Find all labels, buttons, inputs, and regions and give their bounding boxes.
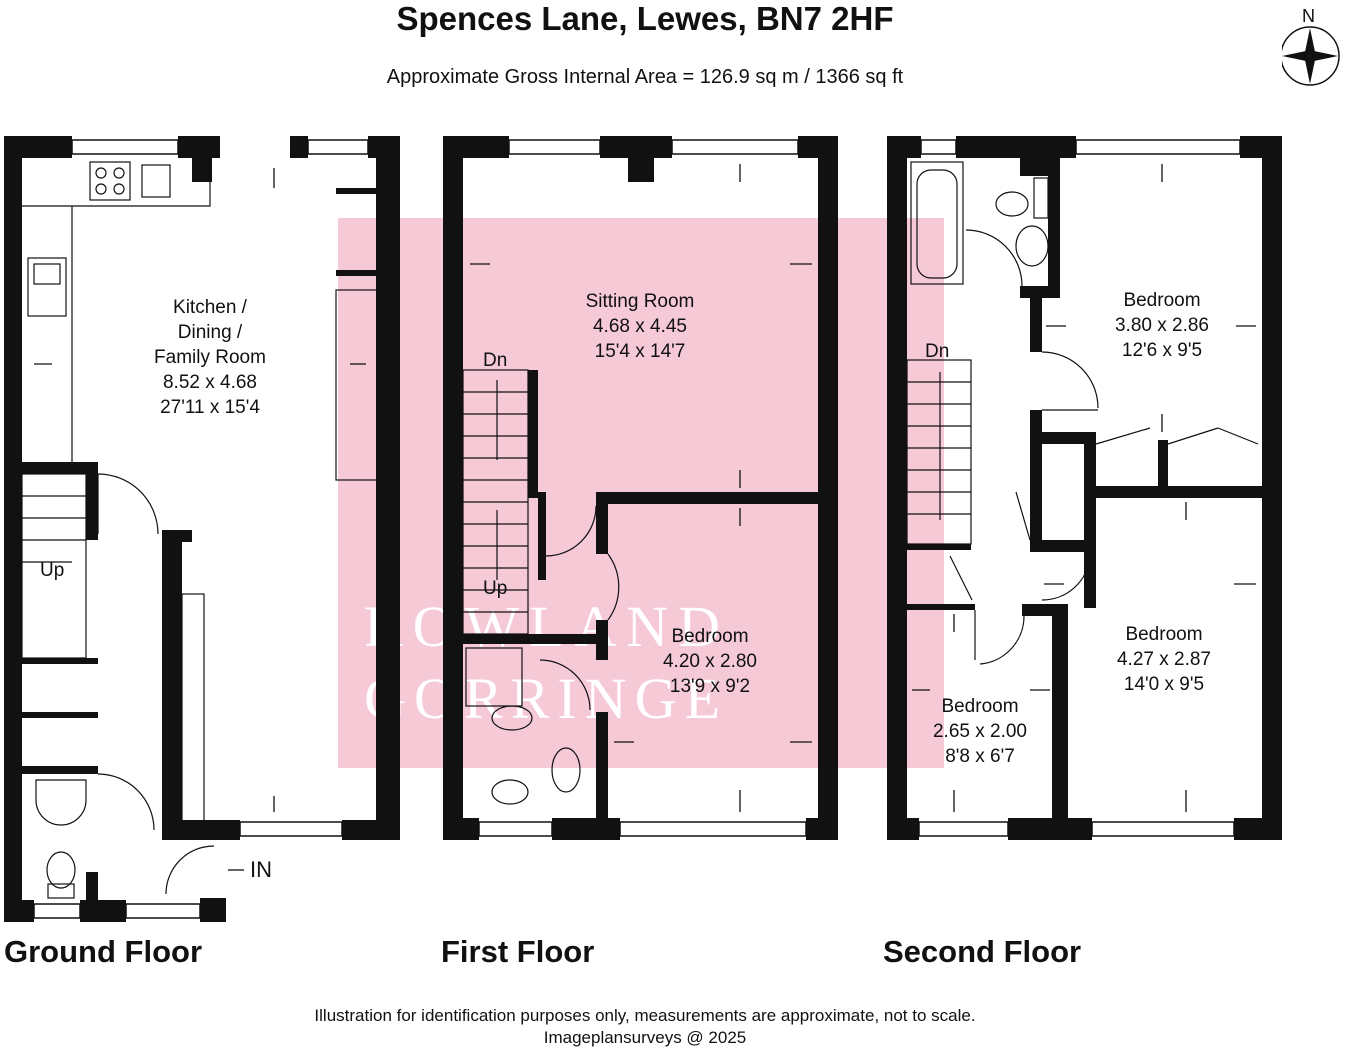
room-metric: 3.80 x 2.86: [1114, 315, 1210, 336]
first-stairs-up-label: Up: [483, 578, 508, 599]
windows: [33, 139, 1241, 919]
north-compass-icon: N: [1280, 2, 1352, 92]
room-metric: 4.20 x 2.80: [662, 651, 758, 672]
room-imperial: 15'4 x 14'7: [594, 341, 686, 362]
room-metric: 8.52 x 4.68: [162, 372, 258, 393]
entrance-label: IN: [250, 857, 272, 882]
ground-stairs-up-label: Up: [40, 560, 65, 581]
room-name: Bedroom: [941, 696, 1019, 717]
room-metric: 4.27 x 2.87: [1116, 649, 1212, 670]
room-imperial: 12'6 x 9'5: [1121, 340, 1203, 361]
watermark-line-1: ROWLAND: [364, 594, 720, 659]
room-metric: 2.65 x 2.00: [932, 721, 1028, 742]
room-metric: 4.68 x 4.45: [592, 316, 688, 337]
dimension-arrows: [34, 164, 1256, 871]
north-label: N: [1302, 6, 1315, 26]
room-second-floor-bedroom-rear: Bedroom 3.80 x 2.86 12'6 x 9'5: [1092, 288, 1232, 363]
room-imperial: 27'11 x 15'4: [160, 397, 260, 418]
watermark-panel: ROWLAND GORRINGE: [338, 218, 944, 768]
ground-floor-walls: [4, 136, 400, 922]
room-first-floor-bedroom: Bedroom 4.20 x 2.80 13'9 x 9'2: [640, 624, 780, 699]
second-stairs-down-label: Dn: [925, 341, 950, 362]
floor-label-first: First Floor: [441, 934, 595, 969]
floor-label-second: Second Floor: [883, 934, 1082, 969]
property-title: Spences Lane, Lewes, BN7 2HF: [396, 0, 894, 37]
disclaimer-text: Illustration for identification purposes…: [314, 1006, 976, 1025]
credit-text: Imageplansurveys @ 2025: [543, 1028, 747, 1047]
first-stairs-down-label: Dn: [483, 350, 508, 371]
floor-label-ground: Ground Floor: [4, 934, 203, 969]
room-kitchen-dining-family: Kitchen / Dining / Family Room 8.52 x 4.…: [140, 295, 280, 420]
room-second-floor-bedroom-small: Bedroom 2.65 x 2.00 8'8 x 6'7: [910, 694, 1050, 769]
room-name: Bedroom: [1123, 290, 1201, 311]
room-imperial: 8'8 x 6'7: [945, 746, 1015, 767]
room-name: Sitting Room: [585, 291, 695, 312]
second-floor-walls: [887, 136, 1282, 840]
room-second-floor-bedroom-front: Bedroom 4.27 x 2.87 14'0 x 9'5: [1094, 622, 1234, 697]
first-floor-walls: [443, 136, 838, 840]
gross-internal-area: Approximate Gross Internal Area = 126.9 …: [386, 66, 904, 88]
room-name-line-1: Kitchen /: [173, 297, 247, 318]
room-name-line-2: Dining /: [177, 322, 243, 343]
room-sitting-room: Sitting Room 4.68 x 4.45 15'4 x 14'7: [560, 289, 720, 364]
watermark-line-2: GORRINGE: [364, 666, 720, 731]
room-name: Bedroom: [1125, 624, 1203, 645]
room-name: Bedroom: [671, 626, 749, 647]
fittings: [21, 158, 1259, 899]
room-imperial: 14'0 x 9'5: [1123, 674, 1205, 695]
room-name-line-3: Family Room: [154, 347, 266, 368]
room-imperial: 13'9 x 9'2: [669, 676, 751, 697]
